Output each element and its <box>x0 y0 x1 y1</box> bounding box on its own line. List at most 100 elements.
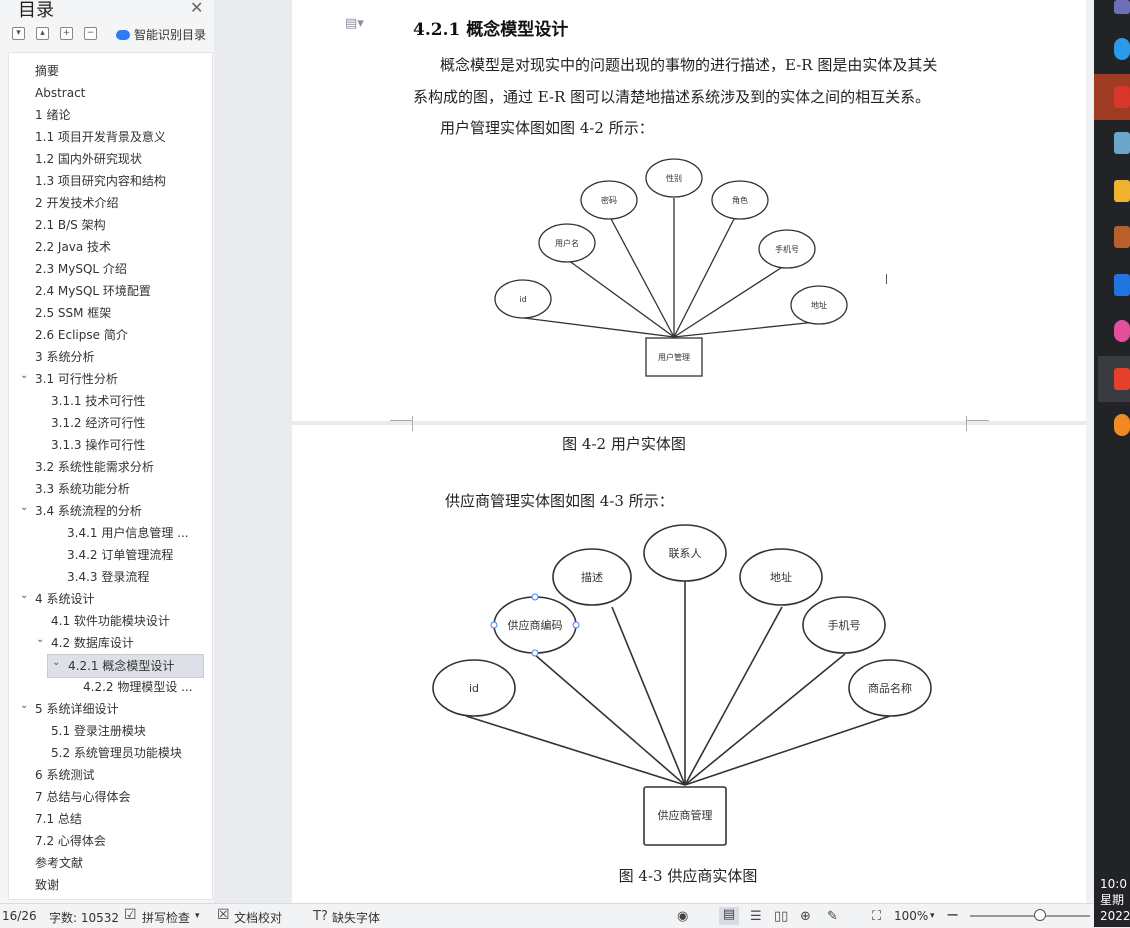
fit-page-icon[interactable]: ⛶ <box>872 909 882 924</box>
toc-item[interactable]: 3.2 系统性能需求分析 <box>9 456 212 478</box>
toc-item[interactable]: ⌄ 4 系统设计 <box>9 588 212 610</box>
toc-item[interactable]: 3.1.2 经济可行性 <box>9 412 212 434</box>
toc-item[interactable]: Abstract <box>9 82 212 104</box>
doc-proofread-button[interactable]: 文档校对 <box>234 911 283 925</box>
toc-item[interactable]: 1.1 项目开发背景及意义 <box>9 126 212 148</box>
toc-item[interactable]: 2 开发技术介绍 <box>9 192 212 214</box>
toc-item[interactable]: 3.4.1 用户信息管理 ... <box>9 522 212 544</box>
toc-item[interactable]: 3.3 系统功能分析 <box>9 478 212 500</box>
chevron-down-icon[interactable]: ⌄ <box>20 590 29 601</box>
pen-icon[interactable]: ✎ <box>827 909 838 924</box>
toc-item-label: 4 系统设计 <box>35 592 95 606</box>
chevron-down-icon[interactable]: ⌄ <box>36 634 45 645</box>
toc-item-label: 4.2.2 物理模型设 ... <box>83 680 193 694</box>
paragraph-menu-icon[interactable]: ▤▾ <box>345 16 364 31</box>
expand-all-icon[interactable]: ▾ <box>12 27 25 40</box>
toc-item[interactable]: 7.1 总结 <box>9 808 212 830</box>
toc-item[interactable]: 7.2 心得体会 <box>9 830 212 852</box>
collapse-all-icon[interactable]: ▴ <box>36 27 49 40</box>
word-count[interactable]: 字数: 10532 <box>49 911 120 925</box>
er1-attr: 角色 <box>732 195 748 205</box>
app-icon[interactable] <box>1114 320 1130 342</box>
web-view-icon[interactable]: ⊕ <box>800 909 811 924</box>
chevron-down-icon[interactable]: ▾ <box>930 911 935 921</box>
toc-item[interactable]: 2.6 Eclipse 简介 <box>9 324 212 346</box>
toc-item-label: 2.5 SSM 框架 <box>35 306 112 320</box>
toc-item-label: 4.1 软件功能模块设计 <box>51 614 170 628</box>
toc-item[interactable]: 3 系统分析 <box>9 346 212 368</box>
toc-item-label: 4.2.1 概念模型设计 <box>68 659 175 673</box>
smart-toc-button[interactable]: 智能识别目录 <box>116 26 206 43</box>
chevron-down-icon[interactable]: ⌄ <box>20 370 29 381</box>
missing-font-icon[interactable]: T? <box>313 909 328 924</box>
toc-item[interactable]: 1 绪论 <box>9 104 212 126</box>
toc-item[interactable]: ⌄3.1 可行性分析 <box>9 368 212 390</box>
zoom-slider[interactable] <box>970 915 1090 917</box>
er-diagram-supplier: id 供应商编码 描述 联系人 地址 手机号 商品名称 供应商管理 <box>432 524 932 846</box>
chevron-down-icon[interactable]: ▾ <box>195 911 200 921</box>
chat-app-icon[interactable] <box>1114 86 1130 108</box>
toc-item-label: 7.2 心得体会 <box>35 834 106 848</box>
er1-attr: 密码 <box>601 195 617 205</box>
speaker-icon[interactable] <box>1114 414 1130 436</box>
zoom-out-icon[interactable]: − <box>946 905 960 924</box>
er1-attr: 手机号 <box>775 244 799 254</box>
remove-heading-icon[interactable]: − <box>84 27 97 40</box>
toc-item[interactable]: 致谢 <box>9 874 212 896</box>
reading-view-icon[interactable]: ▯▯ <box>774 909 789 924</box>
toc-item[interactable]: 3.4.3 登录流程 <box>9 566 212 588</box>
toc-item[interactable]: 2.3 MySQL 介绍 <box>9 258 212 280</box>
wps-icon[interactable] <box>1114 368 1130 390</box>
chevron-down-icon[interactable]: ⌄ <box>20 502 29 513</box>
toc-item[interactable]: 1.3 项目研究内容和结构 <box>9 170 212 192</box>
app-icon[interactable] <box>1114 0 1130 14</box>
toc-item-label: 2.2 Java 技术 <box>35 240 112 254</box>
add-heading-icon[interactable]: + <box>60 27 73 40</box>
toc-item[interactable]: 5.2 系统管理员功能模块 <box>9 742 212 764</box>
toc-item[interactable]: ⌄3.4 系统流程的分析 <box>9 500 212 522</box>
page-view-icon[interactable]: ▤ <box>719 907 739 925</box>
chevron-down-icon[interactable]: ⌄ <box>20 700 29 711</box>
spell-check-button[interactable]: 拼写检查 <box>142 911 191 925</box>
toc-item[interactable]: 3.4.2 订单管理流程 <box>9 544 212 566</box>
er2-attr: 手机号 <box>828 618 861 632</box>
close-icon[interactable]: ✕ <box>190 0 204 17</box>
proofread-icon[interactable]: ☒ <box>217 907 230 923</box>
app-icon[interactable] <box>1114 274 1130 296</box>
toc-item[interactable]: ⌄4.2 数据库设计 <box>9 632 212 654</box>
toc-item[interactable]: 5.1 登录注册模块 <box>9 720 212 742</box>
app-icon[interactable] <box>1114 132 1130 154</box>
toc-item[interactable]: 6 系统测试 <box>9 764 212 786</box>
zoom-level[interactable]: 100% <box>894 909 929 923</box>
toc-item[interactable]: ⌄ 4.2.1 概念模型设计 <box>47 654 204 678</box>
edge-browser-icon[interactable] <box>1114 38 1130 60</box>
eye-icon[interactable]: ◉ <box>677 909 689 924</box>
missing-font-button[interactable]: 缺失字体 <box>332 911 381 925</box>
er2-attr: 描述 <box>581 570 603 584</box>
toc-item[interactable]: 2.4 MySQL 环境配置 <box>9 280 212 302</box>
outline-view-icon[interactable]: ☰ <box>750 909 762 924</box>
zoom-slider-handle[interactable] <box>1034 909 1046 921</box>
system-clock[interactable]: 10:0 星期 2022/ <box>1100 876 1130 924</box>
checkbox-icon[interactable]: ☑ <box>124 907 137 923</box>
toc-item[interactable]: 4.2.2 物理模型设 ... <box>9 676 212 698</box>
toc-item[interactable]: 1.2 国内外研究现状 <box>9 148 212 170</box>
toc-item[interactable]: 3.1.3 操作可行性 <box>9 434 212 456</box>
folder-icon[interactable] <box>1114 180 1130 202</box>
chevron-down-icon[interactable]: ⌄ <box>52 657 61 668</box>
toc-item[interactable]: 3.1.1 技术可行性 <box>9 390 212 412</box>
document-area: ▤▾ 4.2.1 概念模型设计 概念模型是对现实中的问题出现的事物的进行描述，E… <box>214 0 1094 903</box>
toc-item[interactable]: 2.1 B/S 架构 <box>9 214 212 236</box>
toc-item-label: 3.4.2 订单管理流程 <box>67 548 174 562</box>
vertical-scrollbar[interactable] <box>1086 0 1094 903</box>
clock-date: 2022/ <box>1100 909 1130 923</box>
toc-item[interactable]: 参考文献 <box>9 852 212 874</box>
toc-item[interactable]: 4.1 软件功能模块设计 <box>9 610 212 632</box>
toc-item[interactable]: ⌄5 系统详细设计 <box>9 698 212 720</box>
toc-item[interactable]: 摘要 <box>9 60 212 82</box>
toc-item[interactable]: 2.5 SSM 框架 <box>9 302 212 324</box>
game-icon[interactable] <box>1114 226 1130 248</box>
toc-item[interactable]: 7 总结与心得体会 <box>9 786 212 808</box>
page-indicator[interactable]: 16/26 <box>2 909 37 923</box>
toc-item[interactable]: 2.2 Java 技术 <box>9 236 212 258</box>
